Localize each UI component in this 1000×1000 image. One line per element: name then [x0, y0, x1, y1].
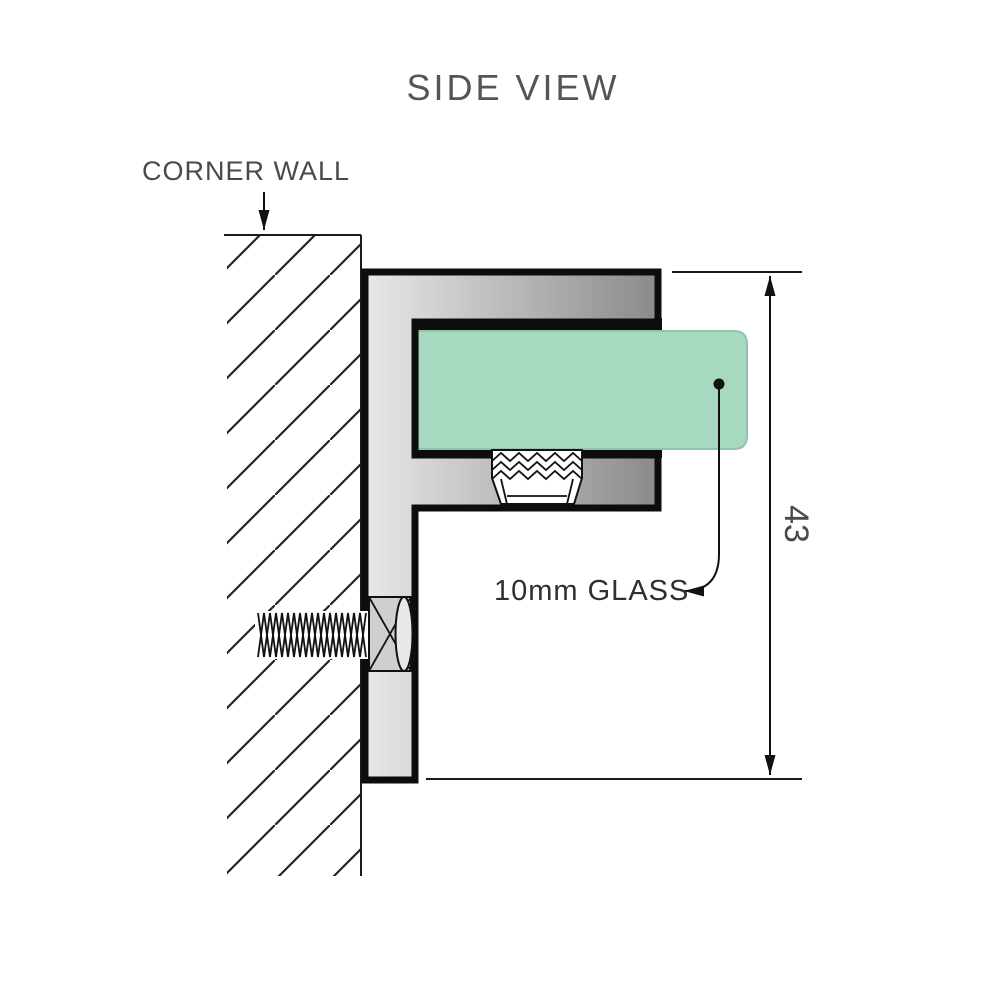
glass-panel: [417, 330, 748, 450]
wall-section: [224, 234, 362, 876]
grub-screw-thread-3: [491, 469, 583, 481]
bolt-head-face: [394, 596, 414, 672]
grub-screw-cup: [500, 478, 574, 505]
wall-hatching: [227, 235, 361, 876]
height-dimension: 43: [426, 271, 815, 780]
bolt-thread-zigzag-b: [257, 612, 367, 658]
glass-label: 10mm GLASS: [494, 575, 689, 607]
grub-screw: [491, 449, 583, 505]
wall-bolt: [255, 596, 414, 672]
glass-callout-leader: [683, 384, 720, 597]
view-title: SIDE VIEW: [406, 67, 619, 108]
grub-screw-thread-1: [491, 451, 583, 463]
bolt-thread-zigzag-a: [257, 612, 367, 658]
corner-wall-label: CORNER WALL: [142, 156, 350, 186]
dimension-value: 43: [777, 505, 815, 543]
corner-wall-callout: CORNER WALL: [142, 156, 350, 230]
glass-clamp: [361, 268, 748, 784]
bracket-body: [361, 268, 662, 784]
glass-callout: 10mm GLASS: [494, 378, 725, 607]
grub-screw-thread-2: [491, 460, 583, 472]
